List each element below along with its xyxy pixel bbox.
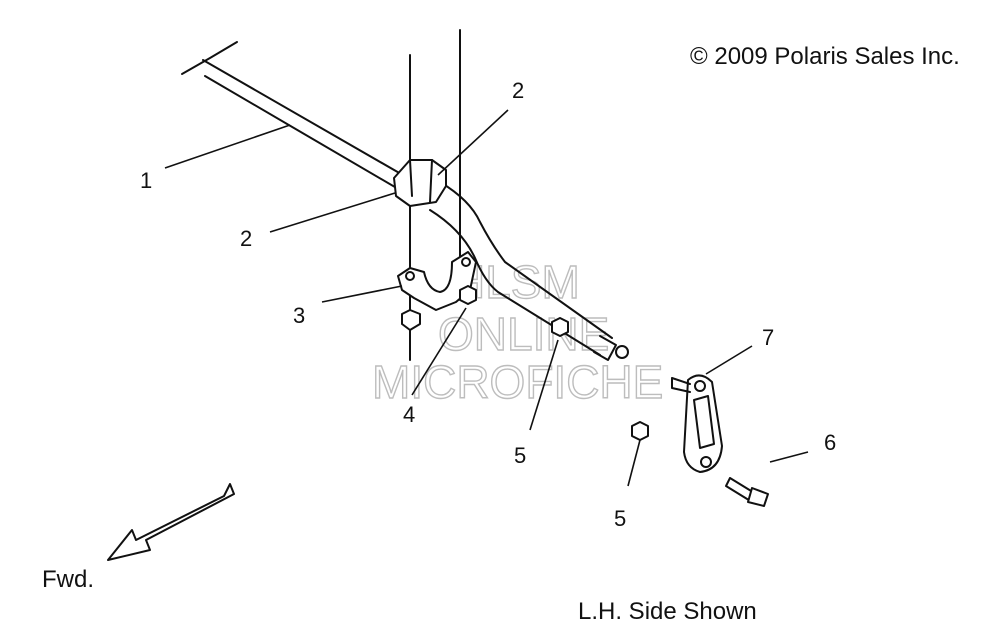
watermark-line-2: ONLINE (438, 308, 609, 360)
callout-1: 1 (140, 168, 152, 193)
callout-7: 7 (762, 325, 774, 350)
callout-4: 4 (403, 402, 415, 427)
callouts: 1 2 2 3 4 5 5 6 7 (140, 78, 836, 531)
orientation-caption: L.H. Side Shown (578, 598, 757, 625)
callout-5-link: 5 (614, 506, 626, 531)
callout-2-upper: 2 (512, 78, 524, 103)
end-link (671, 374, 723, 473)
callout-3: 3 (293, 303, 305, 328)
leader-lines (164, 109, 809, 487)
bushing (393, 159, 447, 207)
callout-2-lower: 2 (240, 226, 252, 251)
link-bolt (725, 477, 769, 507)
stabilizer-bar (181, 41, 629, 361)
nut-group (401, 285, 649, 441)
forward-arrow-icon (107, 483, 235, 561)
watermark-line-3: MICROFICHE (372, 356, 663, 408)
callout-5-bar: 5 (514, 443, 526, 468)
copyright-notice: © 2009 Polaris Sales Inc. (690, 43, 960, 70)
callout-6: 6 (824, 430, 836, 455)
direction-label: Fwd. (42, 566, 94, 593)
